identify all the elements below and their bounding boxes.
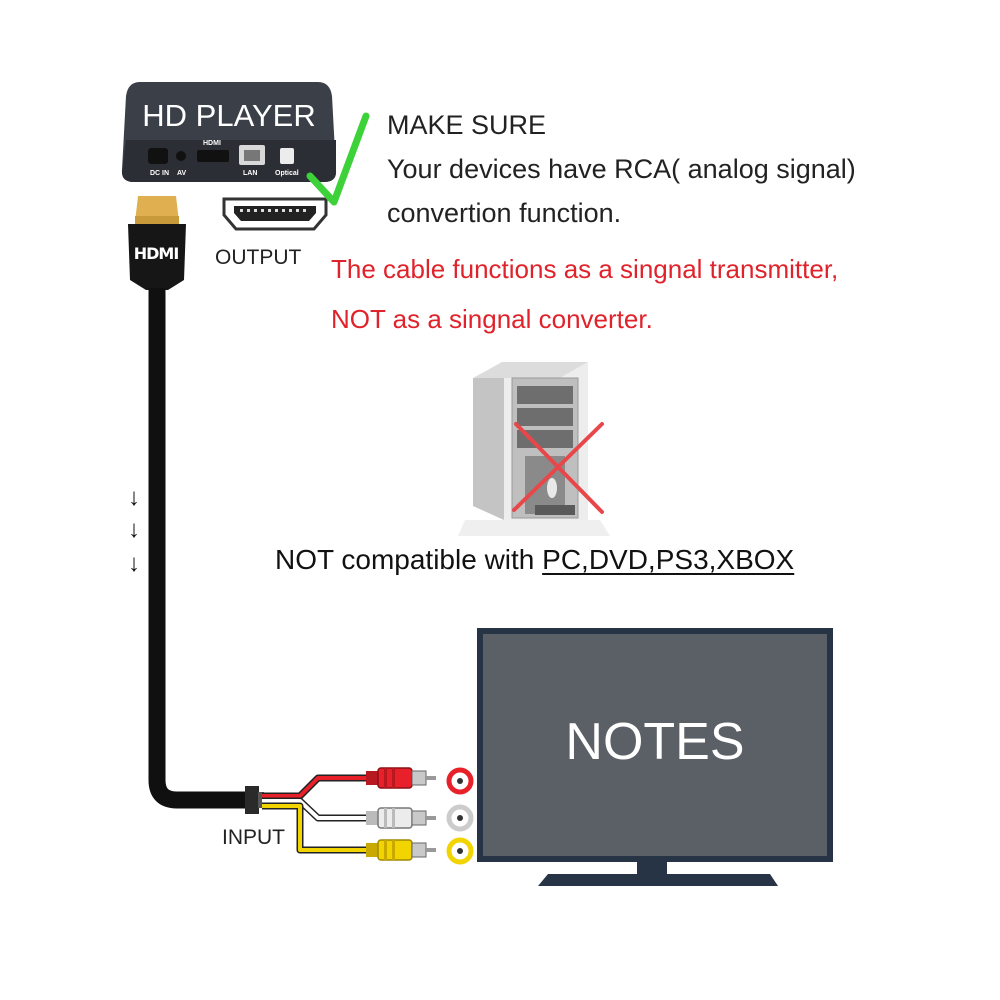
tv-screen-text: NOTES <box>565 713 745 771</box>
cross-icon <box>512 422 604 514</box>
note-line-2: convertion function. <box>387 198 622 228</box>
rca-plug-red <box>366 767 436 789</box>
port-label-dc-in: DC IN <box>150 170 170 177</box>
note-line-1: Your devices have RCA( analog signal) <box>387 154 856 184</box>
compatibility-note: NOT compatible with PC,DVD,PS3,XBOX <box>275 544 794 576</box>
check-mark-icon <box>306 112 370 206</box>
rca-sockets <box>446 767 474 865</box>
av-port <box>176 151 186 161</box>
optical-port <box>280 148 294 164</box>
warning-line-1: The cable functions as a singnal transmi… <box>331 254 839 284</box>
down-arrow-icon: ↓ <box>128 516 140 543</box>
hdmi-plug-label: HDMI <box>133 244 180 263</box>
warning-line-2: NOT as a singnal converter. <box>331 304 653 334</box>
rca-plug-yellow <box>366 839 436 861</box>
hdmi-port-small <box>197 150 229 162</box>
hd-player-device <box>121 82 337 182</box>
tv-screen <box>483 634 827 856</box>
down-arrow-icon: ↓ <box>128 550 140 577</box>
incompatible-devices: PC,DVD,PS3,XBOX <box>542 544 795 575</box>
compatibility-prefix: NOT compatible with <box>275 544 543 575</box>
pc-tower-icon <box>458 362 610 536</box>
output-label: OUTPUT <box>215 246 302 269</box>
port-label-lan: LAN <box>243 170 258 177</box>
device-title: HD PLAYER <box>142 98 316 133</box>
hdmi-plug <box>128 196 186 290</box>
rca-wires <box>262 774 372 854</box>
port-label-av: AV <box>177 170 187 177</box>
down-arrow-icon: ↓ <box>128 484 140 511</box>
note-heading: MAKE SURE <box>387 110 547 140</box>
hdmi-cable <box>148 288 250 809</box>
input-label: INPUT <box>222 826 285 849</box>
port-label-optical: Optical <box>275 170 299 177</box>
rca-plug-icon <box>366 767 436 861</box>
dc-in-port <box>148 148 168 164</box>
tv-icon <box>477 628 833 886</box>
hdmi-port-icon <box>222 197 328 231</box>
port-label-hdmi: HDMI <box>203 140 221 147</box>
rca-plug-white <box>366 807 436 829</box>
tv-stand <box>538 874 778 886</box>
cable-splitter <box>245 786 259 814</box>
